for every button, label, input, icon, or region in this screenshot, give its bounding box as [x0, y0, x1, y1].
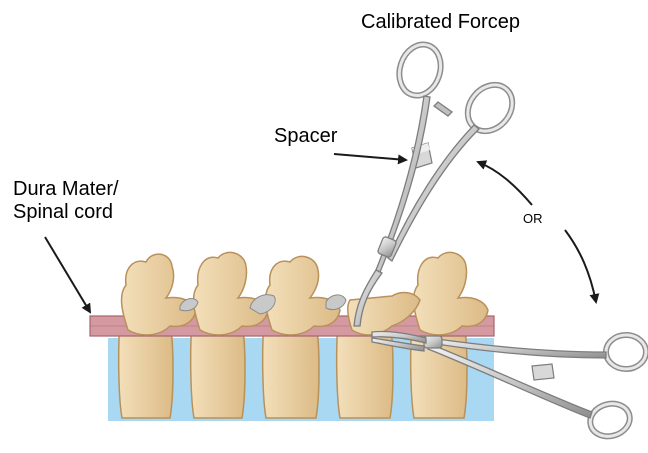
vertebra-arch-1	[122, 254, 196, 335]
dura-mater-label-line2: Spinal cord	[13, 201, 119, 224]
vertebra-arch-2	[194, 252, 268, 334]
diagram-title: Calibrated Forcep	[361, 11, 520, 34]
or-label: OR	[523, 212, 543, 227]
dura-mater-label: Dura Mater/ Spinal cord	[13, 178, 119, 224]
spacer-arrow	[334, 154, 406, 160]
or-arrow-lower	[565, 230, 596, 302]
dura-arrow	[45, 237, 90, 312]
vertebra-arch-3	[266, 256, 340, 334]
dura-mater-label-line1: Dura Mater/	[13, 178, 119, 201]
forceps-ring-lower	[587, 399, 634, 440]
spacer-label: Spacer	[274, 125, 337, 148]
posterior-elements	[122, 252, 488, 334]
or-arrow-upper	[478, 162, 532, 205]
vertebra-arch-5	[414, 252, 488, 334]
